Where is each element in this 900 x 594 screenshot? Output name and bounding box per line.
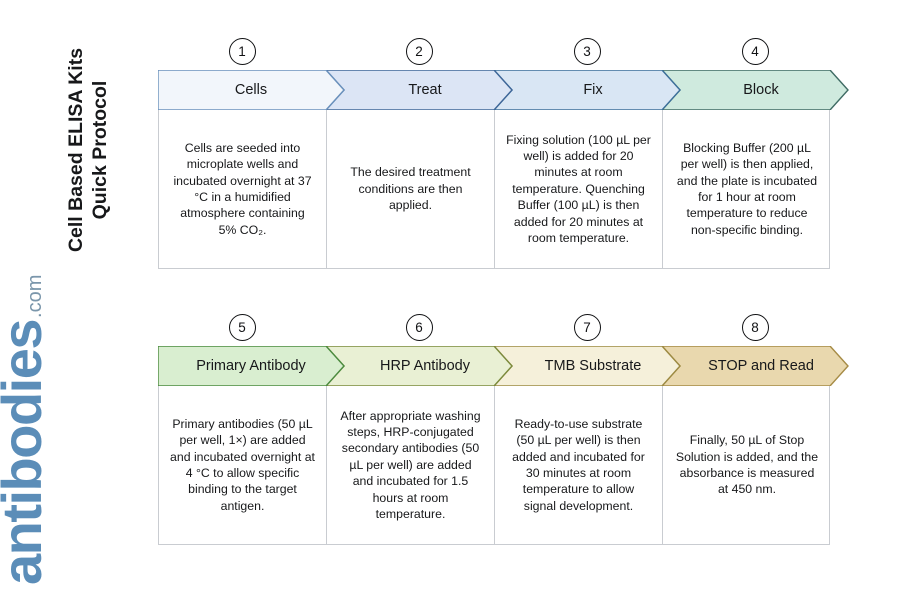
step-description-cell: Blocking Buffer (200 µL per well) is the… (663, 110, 831, 268)
step-description-cell: Ready-to-use substrate (50 µL per well) … (495, 386, 663, 544)
flow-row-2: 5 6 7 8 Primary Antibody HRP Antibody TMB S… (158, 312, 849, 545)
chevron-label: Primary Antibody (196, 358, 306, 374)
brand-logo-word: antibodies (0, 319, 53, 585)
step-number-badge: 8 (741, 314, 769, 341)
step-number-badge: 2 (405, 38, 433, 65)
step-number-badge: 1 (228, 38, 256, 65)
chevron-step-8[interactable]: STOP and Read (662, 346, 849, 386)
chevron-label: TMB Substrate (544, 358, 642, 374)
step-description-cell: Cells are seeded into microplate wells a… (159, 110, 327, 268)
step-description-text: The desired treatment conditions are the… (350, 165, 471, 213)
step-description-text: Cells are seeded into microplate wells a… (173, 140, 312, 237)
chevron-label: Treat (408, 82, 442, 98)
chevron-step-5[interactable]: Primary Antibody (158, 346, 345, 386)
step-description-cell: After appropriate washing steps, HRP-con… (327, 386, 495, 544)
chevron-label: Block (743, 82, 779, 98)
brand-logo: antibodies .com (0, 275, 64, 585)
step-description-cell: The desired treatment conditions are the… (327, 110, 495, 268)
step-description-text: Primary antibodies (50 µL per well, 1×) … (170, 416, 315, 513)
flow-row-1: 1 2 3 4 Cells Treat Fix Block Cells are see… (158, 36, 849, 269)
chevron-step-6[interactable]: HRP Antibody (326, 346, 513, 386)
chevron-label: Fix (583, 82, 603, 98)
chevron-step-3[interactable]: Fix (494, 70, 681, 110)
vertical-title-text: Cell Based ELISA Kits Quick Protocol (56, 0, 120, 300)
brand-logo-tld: .com (24, 274, 46, 318)
chevron-strip-2: Primary Antibody HRP Antibody TMB Substr… (158, 346, 849, 386)
description-strip-1: Cells are seeded into microplate wells a… (158, 110, 830, 269)
chevron-step-4[interactable]: Block (662, 70, 849, 110)
chevron-label: STOP and Read (708, 358, 814, 374)
chevron-label: Cells (234, 82, 268, 98)
chevron-step-1[interactable]: Cells (158, 70, 345, 110)
title-line-1: Cell Based ELISA Kits (65, 47, 87, 253)
step-description-text: Fixing solution (100 µL per well) is add… (506, 132, 651, 246)
step-number-strip-2: 5 6 7 8 (158, 312, 830, 346)
step-number-badge: 7 (573, 314, 601, 341)
step-number-badge: 4 (741, 38, 769, 65)
chevron-strip-1: Cells Treat Fix Block (158, 70, 849, 110)
step-description-text: Finally, 50 µL of Stop Solution is added… (675, 433, 819, 497)
step-description-cell: Fixing solution (100 µL per well) is add… (495, 110, 663, 268)
step-description-cell: Primary antibodies (50 µL per well, 1×) … (159, 386, 327, 544)
chevron-step-7[interactable]: TMB Substrate (494, 346, 681, 386)
step-number-badge: 5 (228, 314, 256, 341)
description-strip-2: Primary antibodies (50 µL per well, 1×) … (158, 386, 830, 545)
step-number-strip-1: 1 2 3 4 (158, 36, 830, 70)
step-description-text: Ready-to-use substrate (50 µL per well) … (512, 416, 645, 513)
step-number-badge: 6 (405, 314, 433, 341)
title-line-2: Quick Protocol (89, 80, 111, 220)
step-number-badge: 3 (573, 38, 601, 65)
chevron-label: HRP Antibody (379, 358, 470, 374)
vertical-title-block: Cell Based ELISA Kits Quick Protocol (0, 0, 160, 300)
chevron-step-2[interactable]: Treat (326, 70, 513, 110)
step-description-cell: Finally, 50 µL of Stop Solution is added… (663, 386, 831, 544)
step-description-text: After appropriate washing steps, HRP-con… (340, 408, 481, 522)
step-description-text: Blocking Buffer (200 µL per well) is the… (676, 140, 818, 237)
